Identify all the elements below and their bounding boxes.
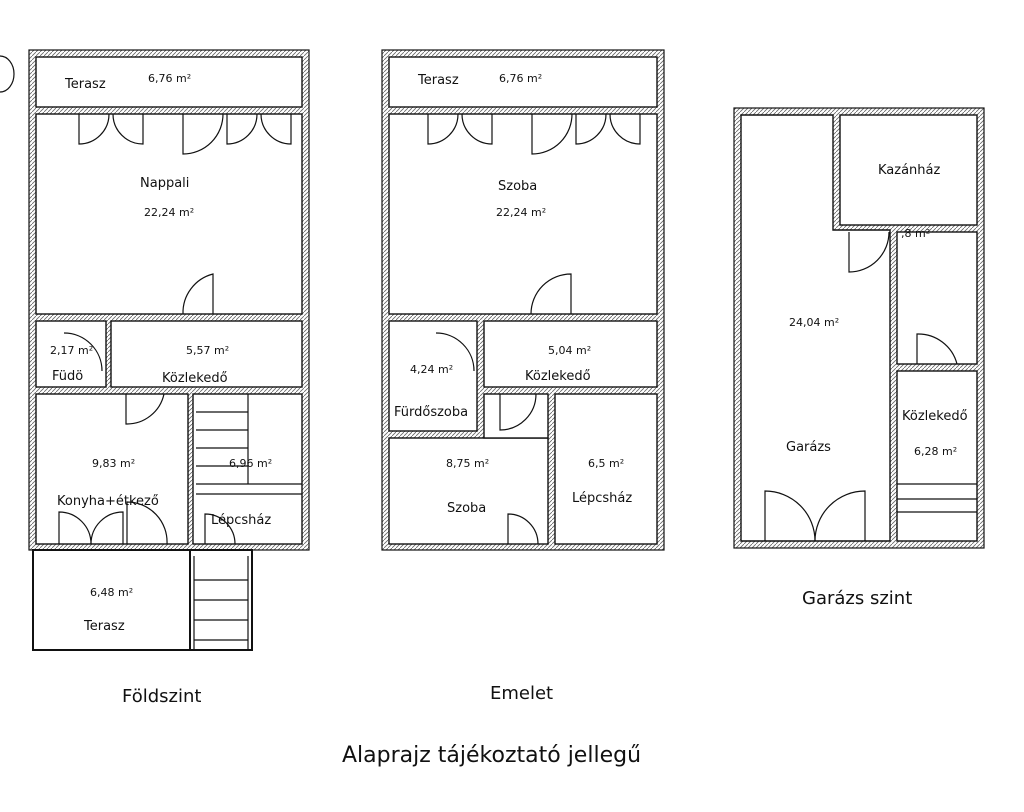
- room-label: Konyha+étkező: [57, 494, 159, 509]
- room-label: Fürdőszoba: [394, 405, 468, 420]
- garage-floor-caption: Garázs szint: [802, 588, 912, 609]
- room-label: Terasz: [64, 77, 106, 92]
- room-area: 22,24 m²: [144, 206, 194, 219]
- room-area: ,8 m²: [901, 227, 930, 240]
- compass-icon: [0, 55, 15, 93]
- room-label: Kazánház: [878, 163, 940, 178]
- room-area: 4,24 m²: [410, 363, 453, 376]
- room-area: 8,75 m²: [446, 457, 489, 470]
- room-label: Lépcsház: [211, 513, 271, 528]
- room-area: 22,24 m²: [496, 206, 546, 219]
- room-label: Nappali: [140, 176, 189, 191]
- room-label: Szoba: [447, 501, 486, 516]
- room-label: Szoba: [498, 179, 537, 194]
- room-label: Füdö: [52, 369, 83, 384]
- upper-floor-plan: [381, 49, 665, 551]
- room-label: Garázs: [786, 440, 831, 455]
- garage-floor-plan: [733, 107, 985, 549]
- room-label: Terasz: [83, 619, 125, 634]
- room-area: 9,83 m²: [92, 457, 135, 470]
- room-label: Közlekedő: [525, 369, 591, 384]
- room-area: 6,76 m²: [148, 72, 191, 85]
- room-label: Lépcsház: [572, 491, 632, 506]
- room-label: Terasz: [417, 73, 459, 88]
- room-area: 5,57 m²: [186, 344, 229, 357]
- room-label: Közlekedő: [162, 371, 228, 386]
- ground-floor-caption: Földszint: [122, 686, 201, 707]
- room-area: 6,96 m²: [229, 457, 272, 470]
- upper-floor-caption: Emelet: [490, 683, 553, 704]
- room-area: 2,17 m²: [50, 344, 93, 357]
- room-area: 6,28 m²: [914, 445, 957, 458]
- room-area: 24,04 m²: [789, 316, 839, 329]
- page-title: Alaprajz tájékoztató jellegű: [342, 743, 641, 768]
- room-area: 6,76 m²: [499, 72, 542, 85]
- room-area: 6,5 m²: [588, 457, 624, 470]
- ground-floor-plan: [28, 49, 310, 651]
- room-area: 5,04 m²: [548, 344, 591, 357]
- room-label: Közlekedő: [902, 409, 968, 424]
- room-area: 6,48 m²: [90, 586, 133, 599]
